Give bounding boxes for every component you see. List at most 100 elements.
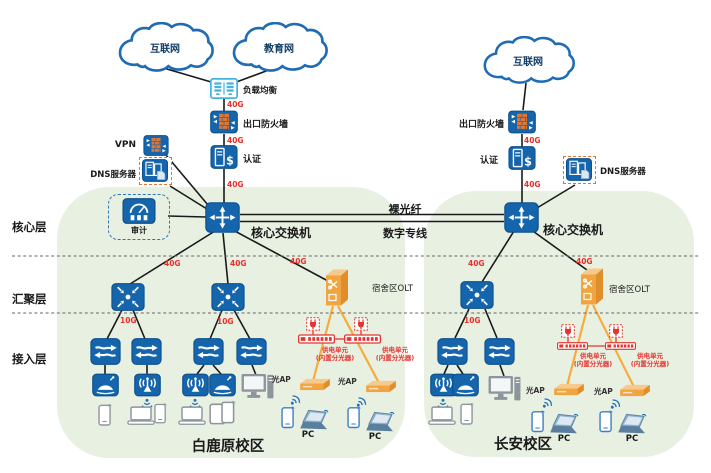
dns-right-label: DNS服务器 [600,167,646,177]
dome-ap-icon [452,373,479,397]
power-unit-label: 供电单元(内置分光器) [573,352,613,368]
dns-right-icon [565,158,593,181]
audit-icon [122,198,156,224]
core-switch-left-icon [205,202,240,233]
power-plug-icon [306,317,320,331]
layer-aggregation-label: 汇聚层 [12,292,47,306]
bw40-label: 40G [227,180,244,189]
layer-core-label: 核心层 [12,220,47,234]
layer-access-label: 接入层 [12,352,47,366]
tablet-phone-icon [209,400,236,426]
desktop-pc-icon [487,375,522,405]
bw10-label: 10G [217,317,234,326]
optical-ap-icon [298,378,332,391]
agg-switch-left-1 [111,283,145,311]
power-unit-icon [298,334,335,344]
vpn-icon [143,135,169,156]
cloud-education-label: 教育网 [264,44,294,55]
dns-left-frame [139,157,172,185]
pc-label: PC [368,432,382,442]
access-switch [193,338,224,365]
power-unit-label: 供电单元(内置分光器) [375,346,415,362]
dns-right-frame [563,156,596,184]
access-switch [484,338,515,365]
phone-icon [460,401,474,426]
egress-firewall-left-icon [210,110,238,134]
digital-line-label: 数字专线 [383,227,427,240]
auth-right-label: 认证 [479,156,498,166]
access-switch [437,338,468,365]
phone-icon [154,401,167,425]
laptop-icon [427,406,457,426]
dome-ap-icon [92,373,119,397]
bw40-label: 40G [576,257,593,266]
auth-right-icon [508,146,536,170]
antenna-ap-icon [182,373,209,397]
power-plug-icon [609,324,623,338]
cloud-internet-left-label: 互联网 [150,44,180,55]
optical-ap-label: 光AP [272,375,291,384]
optical-ap-label: 光AP [526,386,545,395]
dorm-olt-right-icon [578,267,604,306]
core-switch-right-label: 核心交换机 [543,223,604,237]
bw40-label: 40G [227,136,244,145]
dorm-olt-left-icon [323,268,349,307]
dome-ap-icon [209,373,236,397]
bw40-label: 40G [164,259,181,268]
pc-label: PC [625,434,639,444]
laptop-icon [126,406,156,426]
phone-icon [98,402,112,427]
bw40-label: 40G [227,100,244,109]
power-unit-label: 供电单元(内置分光器) [315,346,355,362]
auth-left-icon [210,145,238,169]
dns-left-icon [141,159,169,182]
power-plug-icon [561,324,575,338]
power-unit-icon [605,341,636,351]
antenna-ap-icon [134,373,161,397]
laptop-icon [177,406,207,426]
phone-icon [281,405,295,429]
auth-left-label: 认证 [243,155,262,165]
egress-firewall-right-icon [508,110,536,134]
dns-left-label: DNS服务器 [90,170,136,180]
bw10-label: 10G [120,316,137,325]
campus-right-label: 长安校区 [494,437,552,453]
pc-label: PC [301,430,315,440]
power-unit-icon [344,334,381,344]
access-switch [131,338,162,365]
agg-switch-left-2 [211,283,245,311]
optical-ap-icon [552,383,586,396]
power-unit-icon [557,341,588,351]
bw10-label: 10G [464,316,481,325]
load-balancer-icon [210,78,238,99]
desktop-pc-icon [240,373,275,403]
bw40-label: 40G [290,257,307,266]
egress-firewall-left-label: 出口防火墙 [243,120,289,130]
power-unit-label: 供电单元(内置分光器) [630,352,670,368]
optical-ap-icon [618,384,652,397]
audit-label: 审计 [131,226,147,235]
cloud-internet-right-label: 互联网 [513,57,543,68]
access-switch [90,338,121,365]
campus-left-label: 白鹿原校区 [191,439,265,455]
access-switch [236,338,267,365]
vpn-label: VPN [114,140,136,150]
dorm-olt-right-label: 宿舍区OLT [609,285,650,295]
phone-icon [531,409,545,433]
optical-ap-icon [364,380,398,393]
phone-icon [599,409,613,433]
bare-fiber-label: 裸光纤 [388,203,422,216]
agg-switch-right [460,281,494,309]
load-balancer-label: 负载均衡 [243,86,278,96]
dorm-olt-left-label: 宿舍区OLT [372,284,413,294]
pc-label: PC [557,434,571,444]
core-switch-right-icon [504,202,539,233]
audit-frame: 审计 [108,194,170,240]
bw40-label: 40G [230,259,247,268]
phone-icon [347,405,361,429]
optical-ap-label: 光AP [594,387,613,396]
core-switch-left-label: 核心交换机 [251,226,312,240]
power-plug-icon [354,317,368,331]
